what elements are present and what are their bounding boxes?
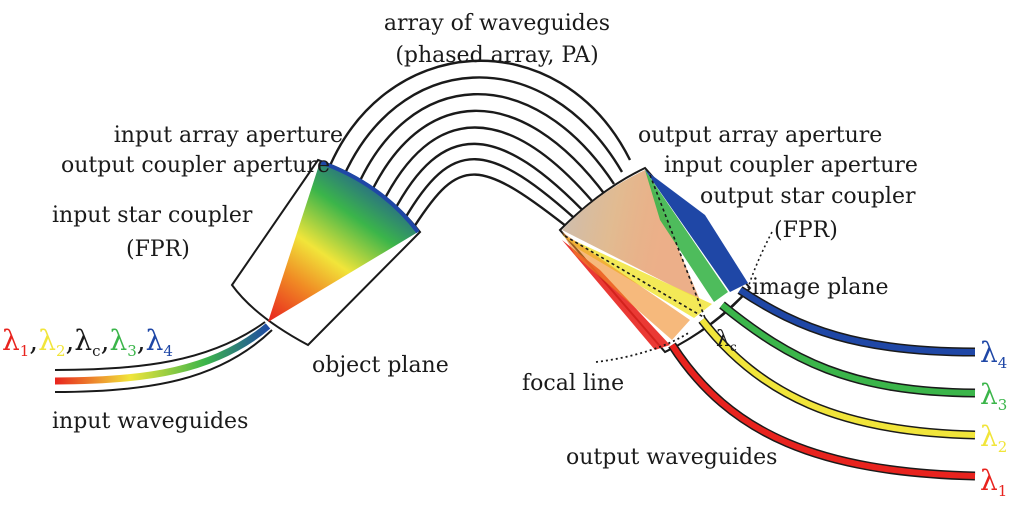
lambda-3-output: λ3 — [980, 378, 1007, 414]
output-fan-background — [562, 170, 700, 300]
output-coupler-aperture-label: output coupler aperture — [61, 153, 330, 178]
input-array-aperture-label: input array aperture — [114, 123, 343, 148]
input-coupler-aperture-label: input coupler aperture — [664, 153, 918, 178]
output-ray-red — [562, 240, 670, 350]
array-title-line2: (phased array, PA) — [395, 43, 598, 68]
focal-line-label: focal line — [522, 371, 624, 396]
input-fan — [268, 162, 418, 322]
lambda-2-input: λ2 — [38, 324, 65, 360]
array-title-line1: array of waveguides — [384, 11, 610, 36]
input-star-coupler — [230, 158, 422, 347]
output-fpr-label: (FPR) — [774, 218, 838, 243]
object-plane-label: object plane — [312, 353, 449, 378]
lambda-1-output: λ1 — [980, 464, 1007, 500]
output-ray-yellow — [562, 235, 712, 318]
lambda-4-input: λ4 — [146, 324, 173, 360]
output-ray-orange — [562, 232, 690, 340]
lambda-2-output: λ2 — [980, 420, 1007, 456]
output-ray-green — [645, 170, 728, 302]
input-waveguides — [54, 321, 273, 393]
input-star-coupler-label: input star coupler — [52, 203, 253, 228]
lambda-3-input: λ3 — [109, 324, 136, 360]
lambda-1-input: λ1 — [2, 324, 29, 360]
lambda-c-input: λc — [74, 324, 100, 360]
output-ray-blue — [645, 170, 748, 292]
output-waveguides-label: output waveguides — [566, 445, 777, 470]
fpr-dotted-pointer — [747, 231, 773, 289]
phased-array-waveguides — [323, 59, 632, 235]
output-star-coupler-label: output star coupler — [700, 184, 916, 209]
output-star-coupler — [558, 166, 773, 354]
lambda-4-output: λ4 — [980, 336, 1007, 372]
image-plane-label: image plane — [752, 275, 889, 300]
lambda-c-focal: λc — [716, 327, 737, 354]
focal-line-pointer — [595, 331, 691, 363]
input-wavelength-list: λ1,λ2,λc,λ3,λ4 — [2, 324, 173, 360]
output-waveguides — [668, 286, 976, 481]
output-array-aperture-label: output array aperture — [638, 123, 882, 148]
input-waveguides-label: input waveguides — [52, 409, 248, 434]
input-fpr-label: (FPR) — [126, 237, 190, 262]
